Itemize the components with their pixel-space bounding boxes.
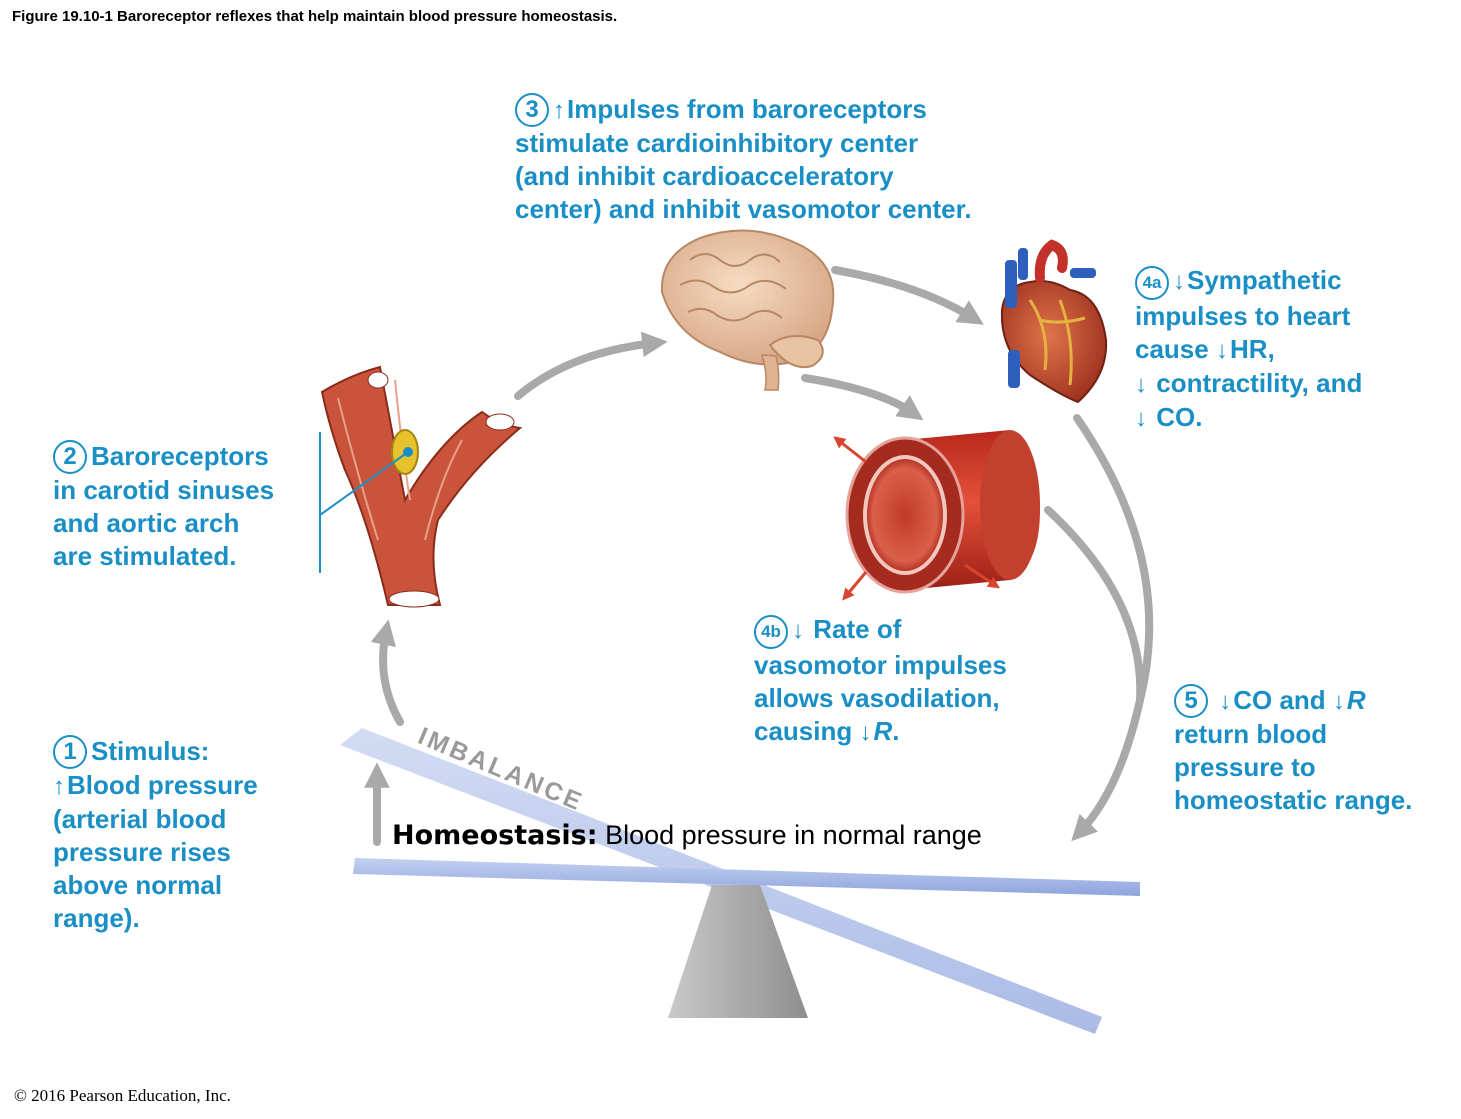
step4a-line2: impulses to heart <box>1135 301 1351 331</box>
arrow-brain-to-vessel <box>801 374 924 421</box>
down-arrow-icon: ↓ <box>1135 371 1147 398</box>
seesaw-scale <box>340 728 1140 1034</box>
arrow-baroreceptors-to-brain <box>514 331 668 400</box>
step4a-line4: contractility, and <box>1156 368 1363 398</box>
step2-line4: are stimulated. <box>53 541 237 571</box>
step5-line4: homeostatic range. <box>1174 785 1413 815</box>
step1-line4: above normal <box>53 870 223 900</box>
homeostasis-label: Homeostasis: Blood pressure in normal ra… <box>392 820 982 851</box>
step5-line3: pressure to <box>1174 752 1316 782</box>
blood-vessel-illustration <box>833 430 1040 601</box>
step4a-line1: Sympathetic <box>1187 265 1342 295</box>
step2-pointer <box>319 432 409 573</box>
up-arrow-icon: ↑ <box>553 97 565 124</box>
homeostasis-heading: Homeostasis: <box>392 820 598 851</box>
step4b-line4-post: . <box>892 716 900 746</box>
step5-return: 5 ↓CO and ↓R return blood pressure to ho… <box>1174 684 1412 817</box>
step3-line3: (and inhibit cardioacceleratory <box>515 161 894 191</box>
step1-number: 1 <box>53 735 87 769</box>
dilation-arrow-upper-left <box>833 436 867 464</box>
step1-line2: (arterial blood <box>53 804 227 834</box>
step5-line1-var: R <box>1346 685 1366 715</box>
step5-line1-a: CO and <box>1233 685 1326 715</box>
down-arrow-icon: ↓ <box>1215 337 1228 364</box>
down-arrow-icon: ↓ <box>859 719 872 746</box>
arrow-heart-to-homeostasis <box>1071 414 1154 842</box>
step4a-line3-post: HR, <box>1229 334 1275 364</box>
step2-line1: Baroreceptors <box>91 441 269 471</box>
level-plank <box>353 858 1140 896</box>
step3-brain-centers: 3↑Impulses from baroreceptors stimulate … <box>515 93 972 226</box>
heart-illustration <box>1000 239 1108 404</box>
step4a-heart: 4a↓Sympathetic impulses to heart cause ↓… <box>1135 264 1362 435</box>
arrow-stimulus-to-baroreceptors <box>370 619 404 726</box>
copyright: © 2016 Pearson Education, Inc. <box>14 1086 231 1105</box>
step2-line2: in carotid sinuses <box>53 475 275 505</box>
fulcrum <box>668 885 808 1018</box>
step1-line3: pressure rises <box>53 837 231 867</box>
up-arrow-icon: ↑ <box>53 773 65 800</box>
down-arrow-icon: ↓ <box>792 617 804 644</box>
step4b-line2: vasomotor impulses <box>754 650 1007 680</box>
down-arrow-icon: ↓ <box>1219 688 1232 715</box>
step2-number: 2 <box>53 440 87 474</box>
arrow-vessel-to-homeostasis <box>1044 506 1145 704</box>
step1-heading: Stimulus: <box>91 736 210 766</box>
brain-illustration <box>660 229 835 391</box>
cycle-arrows <box>364 266 1154 846</box>
step5-line2: return blood <box>1174 719 1328 749</box>
step4b-number: 4b <box>754 615 788 649</box>
dilation-arrow-lower-left <box>842 571 868 601</box>
step2-line3: and aortic arch <box>53 508 240 538</box>
carotid-artery-illustration <box>320 365 523 608</box>
figure-title: Figure 19.10-1 Baroreceptor reflexes tha… <box>12 8 618 25</box>
homeostasis-text: Blood pressure in normal range <box>605 820 982 850</box>
step4a-number: 4a <box>1135 266 1169 300</box>
down-arrow-icon: ↓ <box>1332 688 1345 715</box>
down-arrow-icon: ↓ <box>1173 268 1185 295</box>
step4b-line1: Rate of <box>813 614 902 644</box>
step3-line4: center) and inhibit vasomotor center. <box>515 194 972 224</box>
step4b-line3: allows vasodilation, <box>754 683 1000 713</box>
step4b-vessel: 4b↓ Rate of vasomotor impulses allows va… <box>754 613 1007 749</box>
step5-number: 5 <box>1174 684 1208 718</box>
step3-line1: Impulses from baroreceptors <box>567 94 927 124</box>
step4a-line3-pre: cause <box>1135 334 1209 364</box>
down-arrow-icon: ↓ <box>1135 405 1147 432</box>
step1-line1: Blood pressure <box>67 770 258 800</box>
dilation-arrow-lower-right <box>964 563 1000 589</box>
step4b-line4-var: R <box>873 716 893 746</box>
arrow-brain-to-heart <box>831 266 984 325</box>
step3-line2: stimulate cardioinhibitory center <box>515 128 919 158</box>
step4b-line4-pre: causing <box>754 716 853 746</box>
step3-number: 3 <box>515 93 549 127</box>
step4a-line5: CO. <box>1156 402 1203 432</box>
step1-line5: range). <box>53 903 140 933</box>
